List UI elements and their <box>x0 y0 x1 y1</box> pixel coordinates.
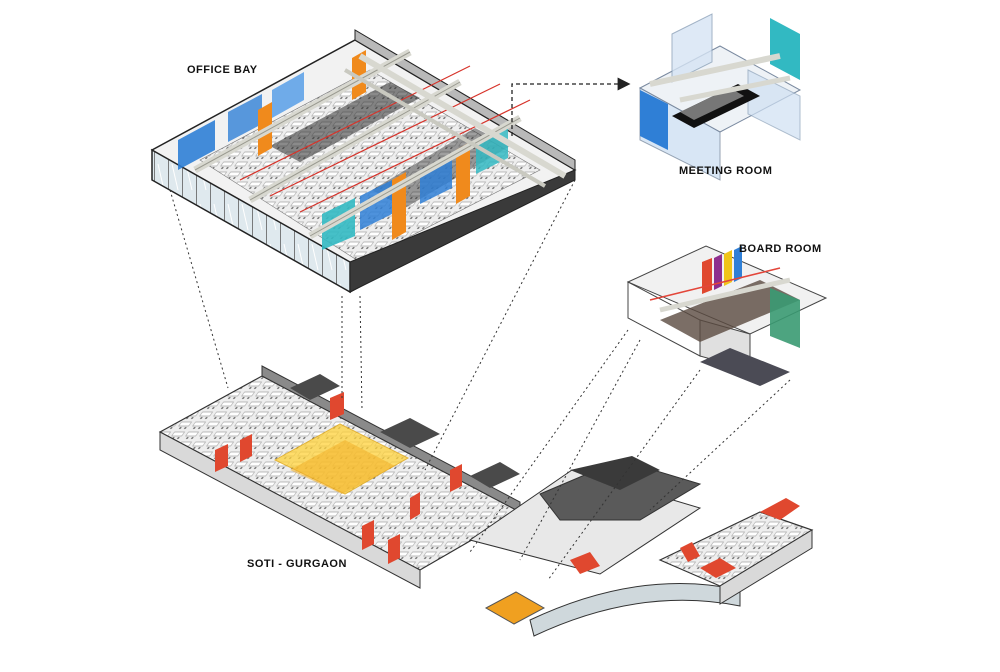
office-bay-label: OFFICE BAY <box>187 64 258 76</box>
leader-lines <box>169 179 791 581</box>
board-room-model <box>626 245 828 386</box>
floor-plan-label: SOTI - GURGAON <box>247 558 347 570</box>
meeting-room-label: MEETING ROOM <box>679 165 773 177</box>
floor-plan-model <box>158 365 814 637</box>
meeting-room-model <box>638 13 802 181</box>
connector-arrow <box>511 77 631 136</box>
board-room-label: BOARD ROOM <box>739 243 822 255</box>
office-bay-model <box>150 29 577 294</box>
